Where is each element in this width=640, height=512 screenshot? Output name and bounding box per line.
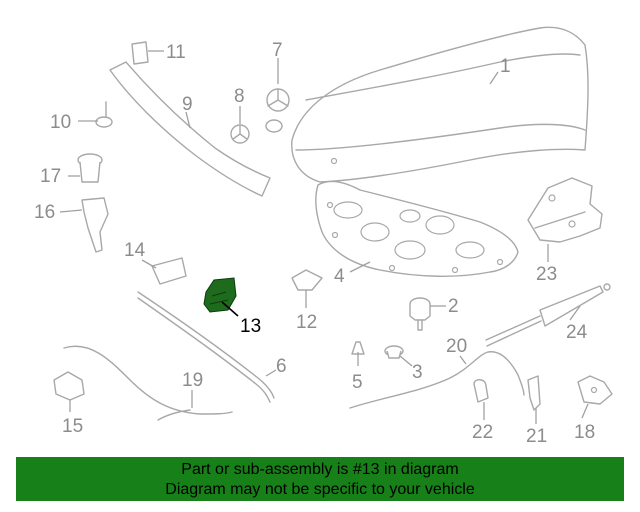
cable-bracket[interactable] (527, 375, 541, 411)
trim-clip[interactable] (131, 41, 149, 65)
callout-9[interactable]: 9 (182, 94, 193, 115)
callout-24[interactable]: 24 (566, 322, 588, 343)
banner-line-2: Diagram may not be specific to your vehi… (165, 481, 475, 498)
mount-bracket[interactable] (151, 257, 187, 285)
callout-10[interactable]: 10 (50, 112, 71, 133)
callout-18[interactable]: 18 (574, 422, 595, 443)
hood-hinge[interactable] (527, 177, 603, 243)
grommet[interactable] (384, 345, 404, 359)
callout-1[interactable]: 1 (500, 56, 511, 77)
callout-labels: 1 2 3 4 5 6 7 8 9 10 11 12 13 14 15 16 1… (34, 40, 595, 447)
hood-inner-frame[interactable] (315, 180, 519, 277)
callout-3[interactable]: 3 (412, 362, 423, 383)
callout-14[interactable]: 14 (124, 240, 146, 261)
callout-7[interactable]: 7 (272, 40, 283, 61)
hood-strut[interactable] (485, 283, 611, 347)
callout-19[interactable]: 19 (182, 370, 203, 391)
info-banner: Part or sub-assembly is #13 in diagram D… (16, 457, 624, 501)
callout-15[interactable]: 15 (62, 416, 83, 437)
release-cable[interactable] (349, 351, 525, 409)
trim-strip[interactable] (109, 61, 271, 197)
clip[interactable] (351, 341, 365, 355)
retainer-clip[interactable] (291, 269, 323, 291)
release-handle[interactable] (53, 371, 85, 401)
housing[interactable] (77, 153, 103, 183)
callout-23[interactable]: 23 (536, 264, 557, 285)
callout-13[interactable]: 13 (240, 316, 261, 337)
cable-clip[interactable] (473, 379, 489, 403)
side-bracket[interactable] (81, 197, 109, 253)
bump-stop[interactable] (409, 297, 431, 331)
callout-6[interactable]: 6 (276, 356, 287, 377)
callout-11[interactable]: 11 (166, 42, 186, 63)
cable-19[interactable] (63, 345, 233, 421)
callout-4[interactable]: 4 (334, 266, 345, 287)
bolt[interactable] (95, 101, 113, 128)
callout-17[interactable]: 17 (40, 166, 61, 187)
banner-line-1: Part or sub-assembly is #13 in diagram (181, 461, 459, 478)
emblem[interactable] (230, 124, 250, 144)
callout-20[interactable]: 20 (446, 336, 467, 357)
callout-8[interactable]: 8 (234, 86, 245, 107)
hood-panel[interactable] (291, 26, 589, 183)
callout-5[interactable]: 5 (352, 372, 363, 393)
callout-21[interactable]: 21 (526, 426, 547, 447)
callout-16[interactable]: 16 (34, 202, 55, 223)
callout-22[interactable]: 22 (472, 422, 493, 443)
highlighted-part-13[interactable] (203, 277, 237, 313)
parts-diagram: 1 2 3 4 5 6 7 8 9 10 11 12 13 14 15 16 1… (34, 26, 613, 447)
leader-lines (59, 50, 589, 424)
callout-2[interactable]: 2 (448, 296, 459, 317)
hood-seal[interactable] (137, 291, 275, 403)
callout-12[interactable]: 12 (296, 312, 317, 333)
hood-lock[interactable] (577, 375, 613, 405)
star-emblem[interactable] (265, 88, 290, 133)
